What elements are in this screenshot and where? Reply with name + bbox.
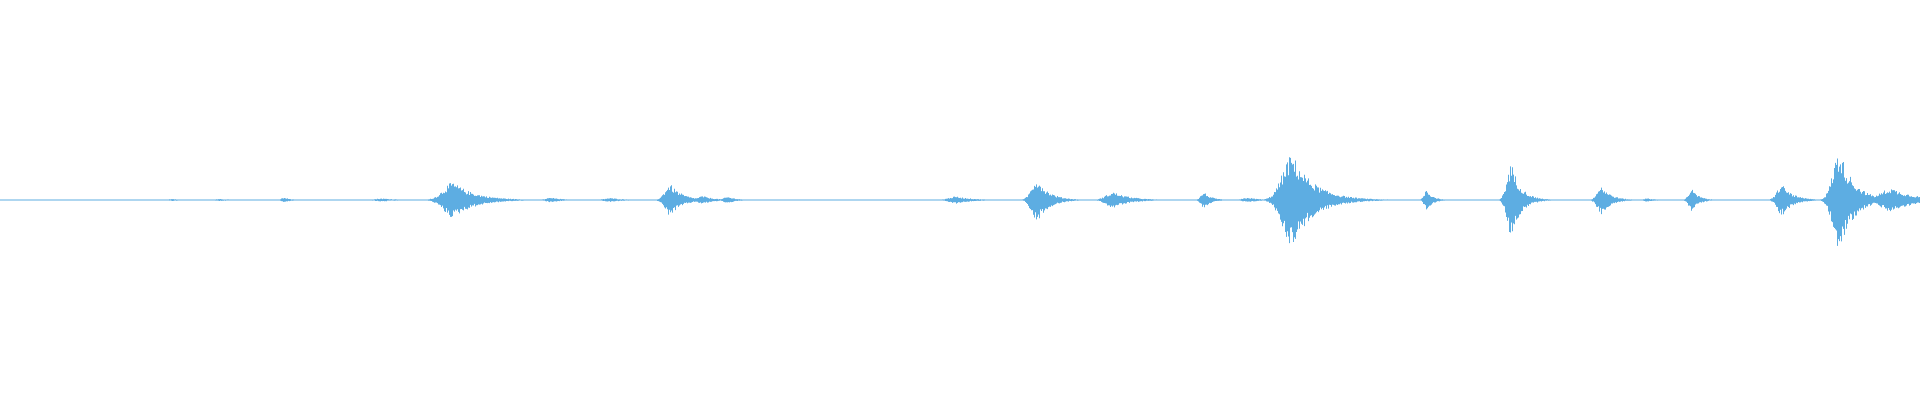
waveform-signal bbox=[0, 157, 1920, 246]
